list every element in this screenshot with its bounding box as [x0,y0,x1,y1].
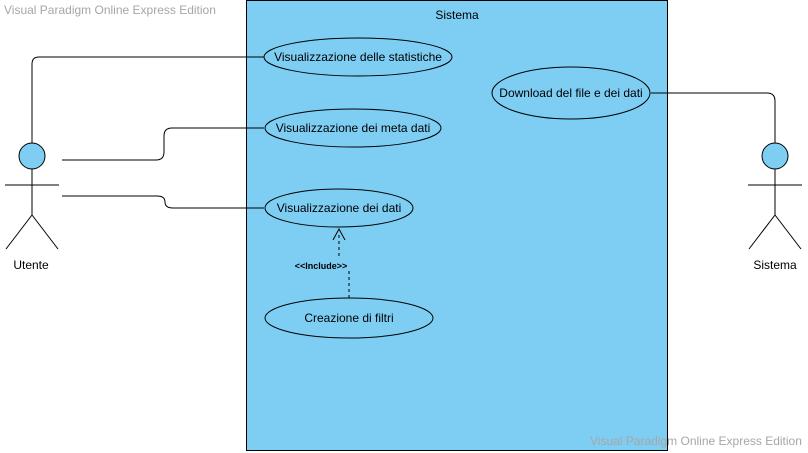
use-case-metadata-label: Visualizzazione dei meta dati [276,121,431,135]
actor-system-label: Sistema [753,258,797,272]
include-label: <<Include>> [295,261,348,271]
actor-system[interactable] [748,142,802,250]
associations [31,56,776,209]
actor-user[interactable] [5,142,59,250]
actor-system-head-icon [761,142,789,170]
association-download-system[interactable] [651,92,776,143]
use-case-download-label: Download del file e dei dati [499,86,642,100]
association-user-statistics[interactable] [31,56,264,143]
system-boundary-title: Sistema [435,8,479,22]
actor-user-label: Utente [13,258,49,272]
actor-user-head-icon [18,142,46,170]
use-case-metadata[interactable]: Visualizzazione dei meta dati [264,108,442,148]
include-relation[interactable]: <<Include>> [295,227,350,298]
use-case-filters-label: Creazione di filtri [304,311,393,325]
include-arrowhead [332,227,346,241]
watermark-bottom: Visual Paradigm Online Express Edition [590,434,802,448]
association-user-data[interactable] [62,195,264,209]
use-case-statistics[interactable]: Visualizzazione delle statistiche [263,37,453,77]
use-case-data-label: Visualizzazione dei dati [277,201,402,215]
use-case-filters[interactable]: Creazione di filtri [264,297,434,339]
association-user-metadata[interactable] [62,127,264,161]
use-case-statistics-label: Visualizzazione delle statistiche [274,50,442,64]
watermark-top: Visual Paradigm Online Express Edition [4,3,216,17]
use-case-data[interactable]: Visualizzazione dei dati [264,188,414,228]
use-case-download[interactable]: Download del file e dei dati [491,66,651,120]
